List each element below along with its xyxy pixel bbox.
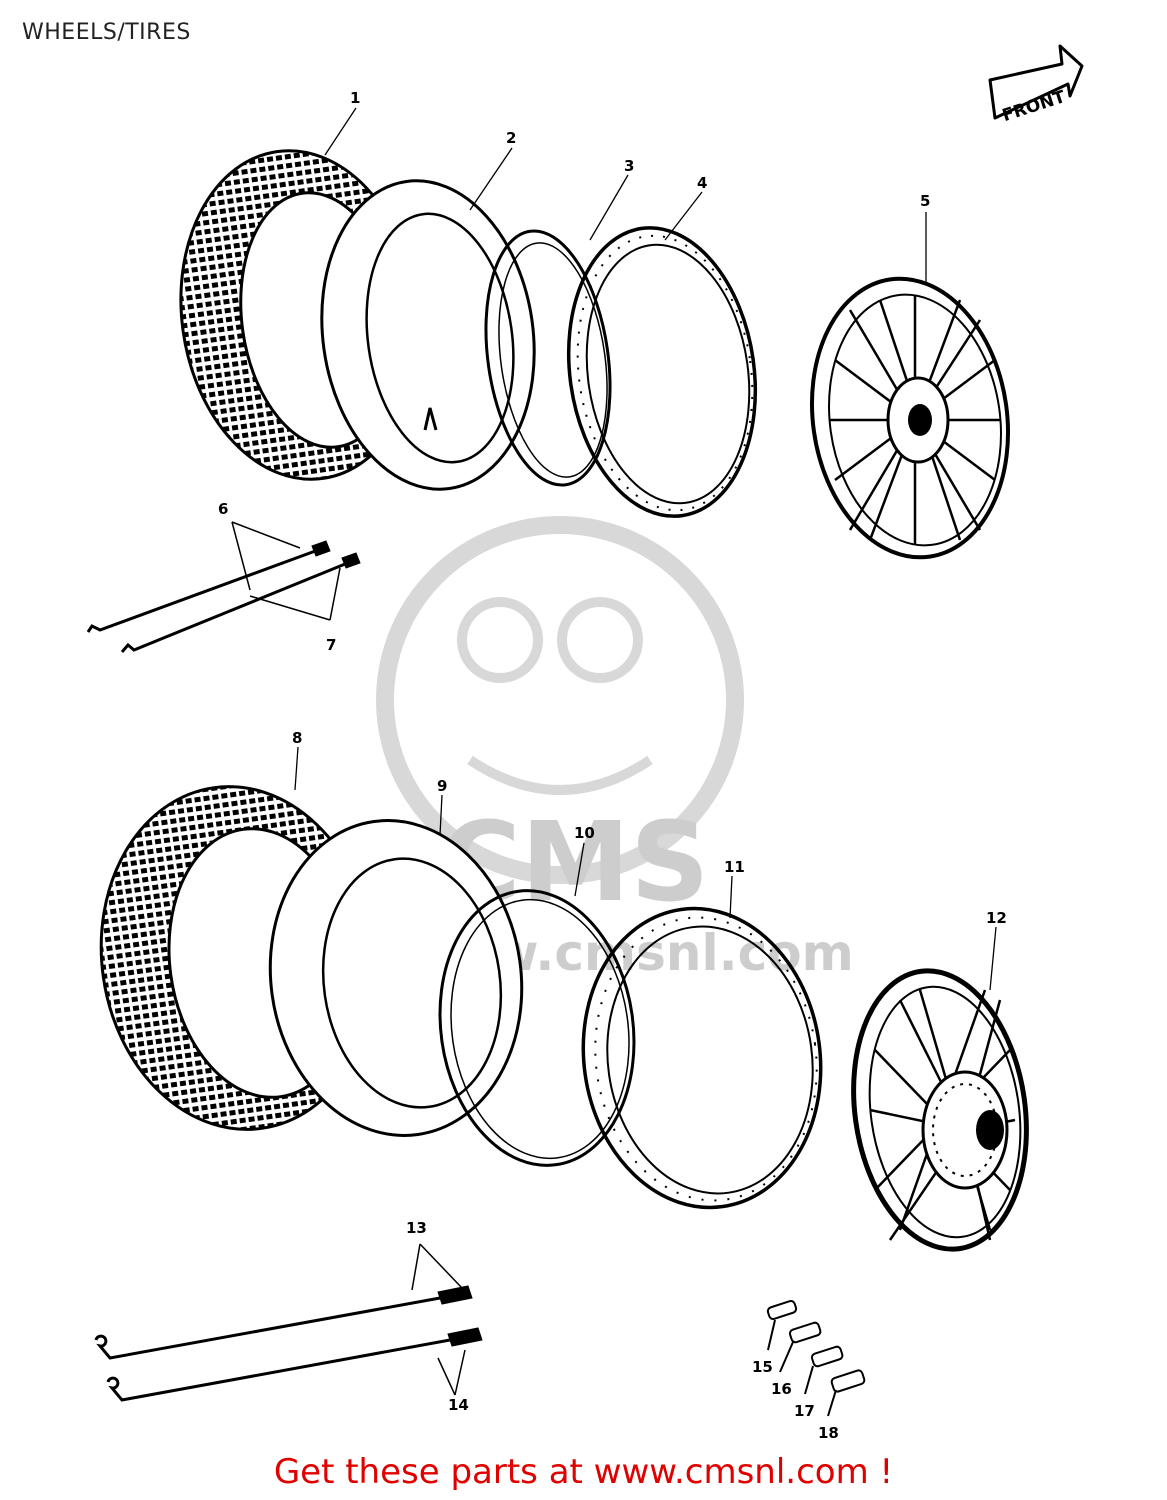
callout-12: 12: [986, 909, 1007, 927]
part-10-rear-rim-band: [438, 889, 636, 1167]
callout-numbers: 1 2 3 4 5 6 7 8 9 10 11 12 13 14 15 16 1…: [218, 89, 1007, 1440]
part-5-front-wheel-assembly: [809, 276, 1011, 560]
callout-10: 10: [574, 824, 595, 842]
page-title: WHEELS/TIRES: [22, 20, 191, 45]
callout-3: 3: [624, 157, 634, 175]
callout-14: 14: [448, 1396, 469, 1414]
callout-2: 2: [506, 129, 516, 147]
exploded-parts-diagram: CMS www.cmsnl.com FRONT: [86, 44, 1084, 1440]
callout-5: 5: [920, 192, 930, 210]
callout-16: 16: [771, 1380, 792, 1398]
callout-17: 17: [794, 1402, 815, 1420]
callout-1: 1: [350, 89, 360, 107]
callout-7: 7: [326, 636, 336, 654]
part-3-front-rim-band: [484, 229, 612, 487]
callout-13: 13: [406, 1219, 427, 1237]
part-11-rear-rim: [581, 906, 823, 1210]
callout-8: 8: [292, 729, 302, 747]
callout-4: 4: [697, 174, 707, 192]
callout-15: 15: [752, 1358, 773, 1376]
callout-11: 11: [724, 858, 745, 876]
part-9-rear-tube: [268, 819, 524, 1137]
callout-6: 6: [218, 500, 228, 518]
callout-leader-lines: [294, 107, 997, 991]
callout-18: 18: [818, 1424, 839, 1440]
part-4-front-rim: [566, 226, 758, 518]
parts-15-18-spoke-nipples: [766, 1300, 866, 1417]
get-parts-link[interactable]: Get these parts at www.cmsnl.com !: [273, 1452, 894, 1492]
part-6-7-front-spokes: [86, 521, 361, 653]
part-12-rear-wheel-assembly: [851, 968, 1029, 1252]
front-direction-arrow: FRONT: [988, 44, 1084, 126]
part-2-front-tube: [320, 179, 536, 491]
callout-9: 9: [437, 777, 447, 795]
part-13-14-rear-spokes: [94, 1243, 483, 1402]
